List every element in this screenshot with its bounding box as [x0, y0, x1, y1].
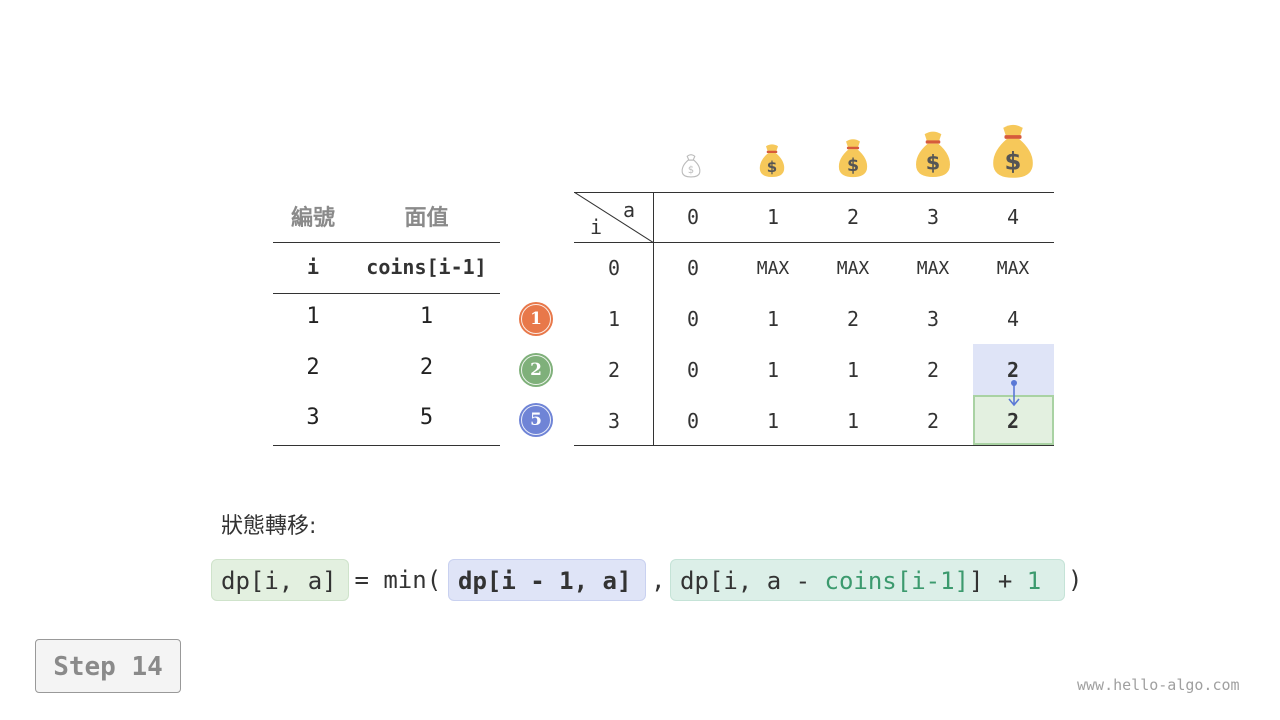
formula-arg2-mid: ] + — [969, 567, 1027, 595]
row-coin-value: 5 — [419, 405, 434, 430]
column-header: 4 — [1006, 205, 1020, 229]
money-bag-icon: $ — [681, 154, 701, 178]
formula-arg2: dp[i, a - coins[i-1]] + 1 — [670, 559, 1065, 601]
dp-cell: MAX — [916, 258, 950, 279]
svg-text:$: $ — [767, 158, 777, 176]
divider — [273, 242, 500, 243]
column-header: 3 — [926, 205, 940, 229]
dp-cell: 1 — [766, 358, 780, 382]
dp-cell: 1 — [846, 358, 860, 382]
subheader-coins: coins[i-1] — [366, 255, 487, 279]
dp-cell: 1 — [766, 307, 780, 331]
svg-text:$: $ — [847, 156, 859, 176]
divider — [653, 192, 654, 446]
subheader-i: i — [306, 255, 320, 279]
step-badge: Step 14 — [35, 639, 181, 693]
money-bag-icon: $ — [838, 139, 868, 178]
corner-diagonal — [574, 192, 654, 243]
coin-1-icon: 1 — [519, 302, 553, 336]
row-header: 2 — [607, 358, 621, 382]
dp-cell-target: 2 — [1006, 409, 1020, 433]
svg-text:$: $ — [688, 165, 694, 176]
dp-cell: 0 — [686, 307, 700, 331]
transition-arrow — [1008, 380, 1020, 407]
row-header: 3 — [607, 409, 621, 433]
corner-label-a: a — [623, 198, 636, 222]
money-bag-icon: $ — [916, 131, 950, 177]
row-header: 0 — [607, 256, 621, 280]
watermark: www.hello-algo.com — [1077, 676, 1240, 694]
svg-text:$: $ — [1005, 146, 1022, 175]
formula-comma: , — [651, 566, 666, 594]
divider — [574, 192, 1054, 193]
dp-cell: 1 — [766, 409, 780, 433]
dp-cell-source: 2 — [1006, 358, 1020, 382]
formula-lhs: dp[i, a] — [211, 559, 349, 601]
coin-5-icon: 5 — [519, 403, 553, 437]
dp-cell: MAX — [836, 258, 870, 279]
dp-cell: 2 — [926, 409, 940, 433]
dp-cell: 3 — [926, 307, 940, 331]
dp-cell: 0 — [686, 256, 700, 280]
money-bag-icon: $ — [759, 144, 785, 177]
coin-2-icon: 2 — [519, 353, 553, 387]
dp-cell: 0 — [686, 358, 700, 382]
divider — [273, 445, 500, 446]
dp-cell: MAX — [756, 258, 790, 279]
header-number: 編號 — [290, 206, 335, 231]
formula-min: = min( — [340, 566, 442, 594]
header-value: 面值 — [404, 206, 449, 231]
money-bag-icon: $ — [993, 124, 1033, 178]
dp-cell: 0 — [686, 409, 700, 433]
divider — [574, 242, 1054, 243]
dp-cell: 2 — [926, 358, 940, 382]
dp-cell: 4 — [1006, 307, 1020, 331]
column-header: 0 — [686, 205, 700, 229]
row-coin-value: 1 — [419, 304, 434, 329]
divider — [574, 445, 1054, 446]
formula-arg2-coins: coins[i-1] — [824, 567, 970, 595]
svg-text:$: $ — [926, 151, 941, 175]
transition-label: 狀態轉移: — [221, 514, 317, 539]
formula-arg2-one: 1 — [1026, 567, 1042, 595]
row-header: 1 — [607, 307, 621, 331]
divider — [273, 293, 500, 294]
dp-cell: 2 — [846, 307, 860, 331]
dp-cell: 1 — [846, 409, 860, 433]
formula-arg1: dp[i - 1, a] — [448, 559, 646, 601]
row-index: 3 — [306, 405, 320, 430]
row-coin-value: 2 — [419, 355, 434, 380]
column-header: 1 — [766, 205, 780, 229]
column-header: 2 — [846, 205, 860, 229]
corner-label-i: i — [590, 215, 603, 239]
row-index: 2 — [306, 355, 320, 380]
formula-arg2-pre: dp[i, a - — [680, 567, 825, 595]
row-index: 1 — [306, 304, 320, 329]
dp-cell: MAX — [996, 258, 1030, 279]
formula-close: ) — [1068, 566, 1083, 594]
